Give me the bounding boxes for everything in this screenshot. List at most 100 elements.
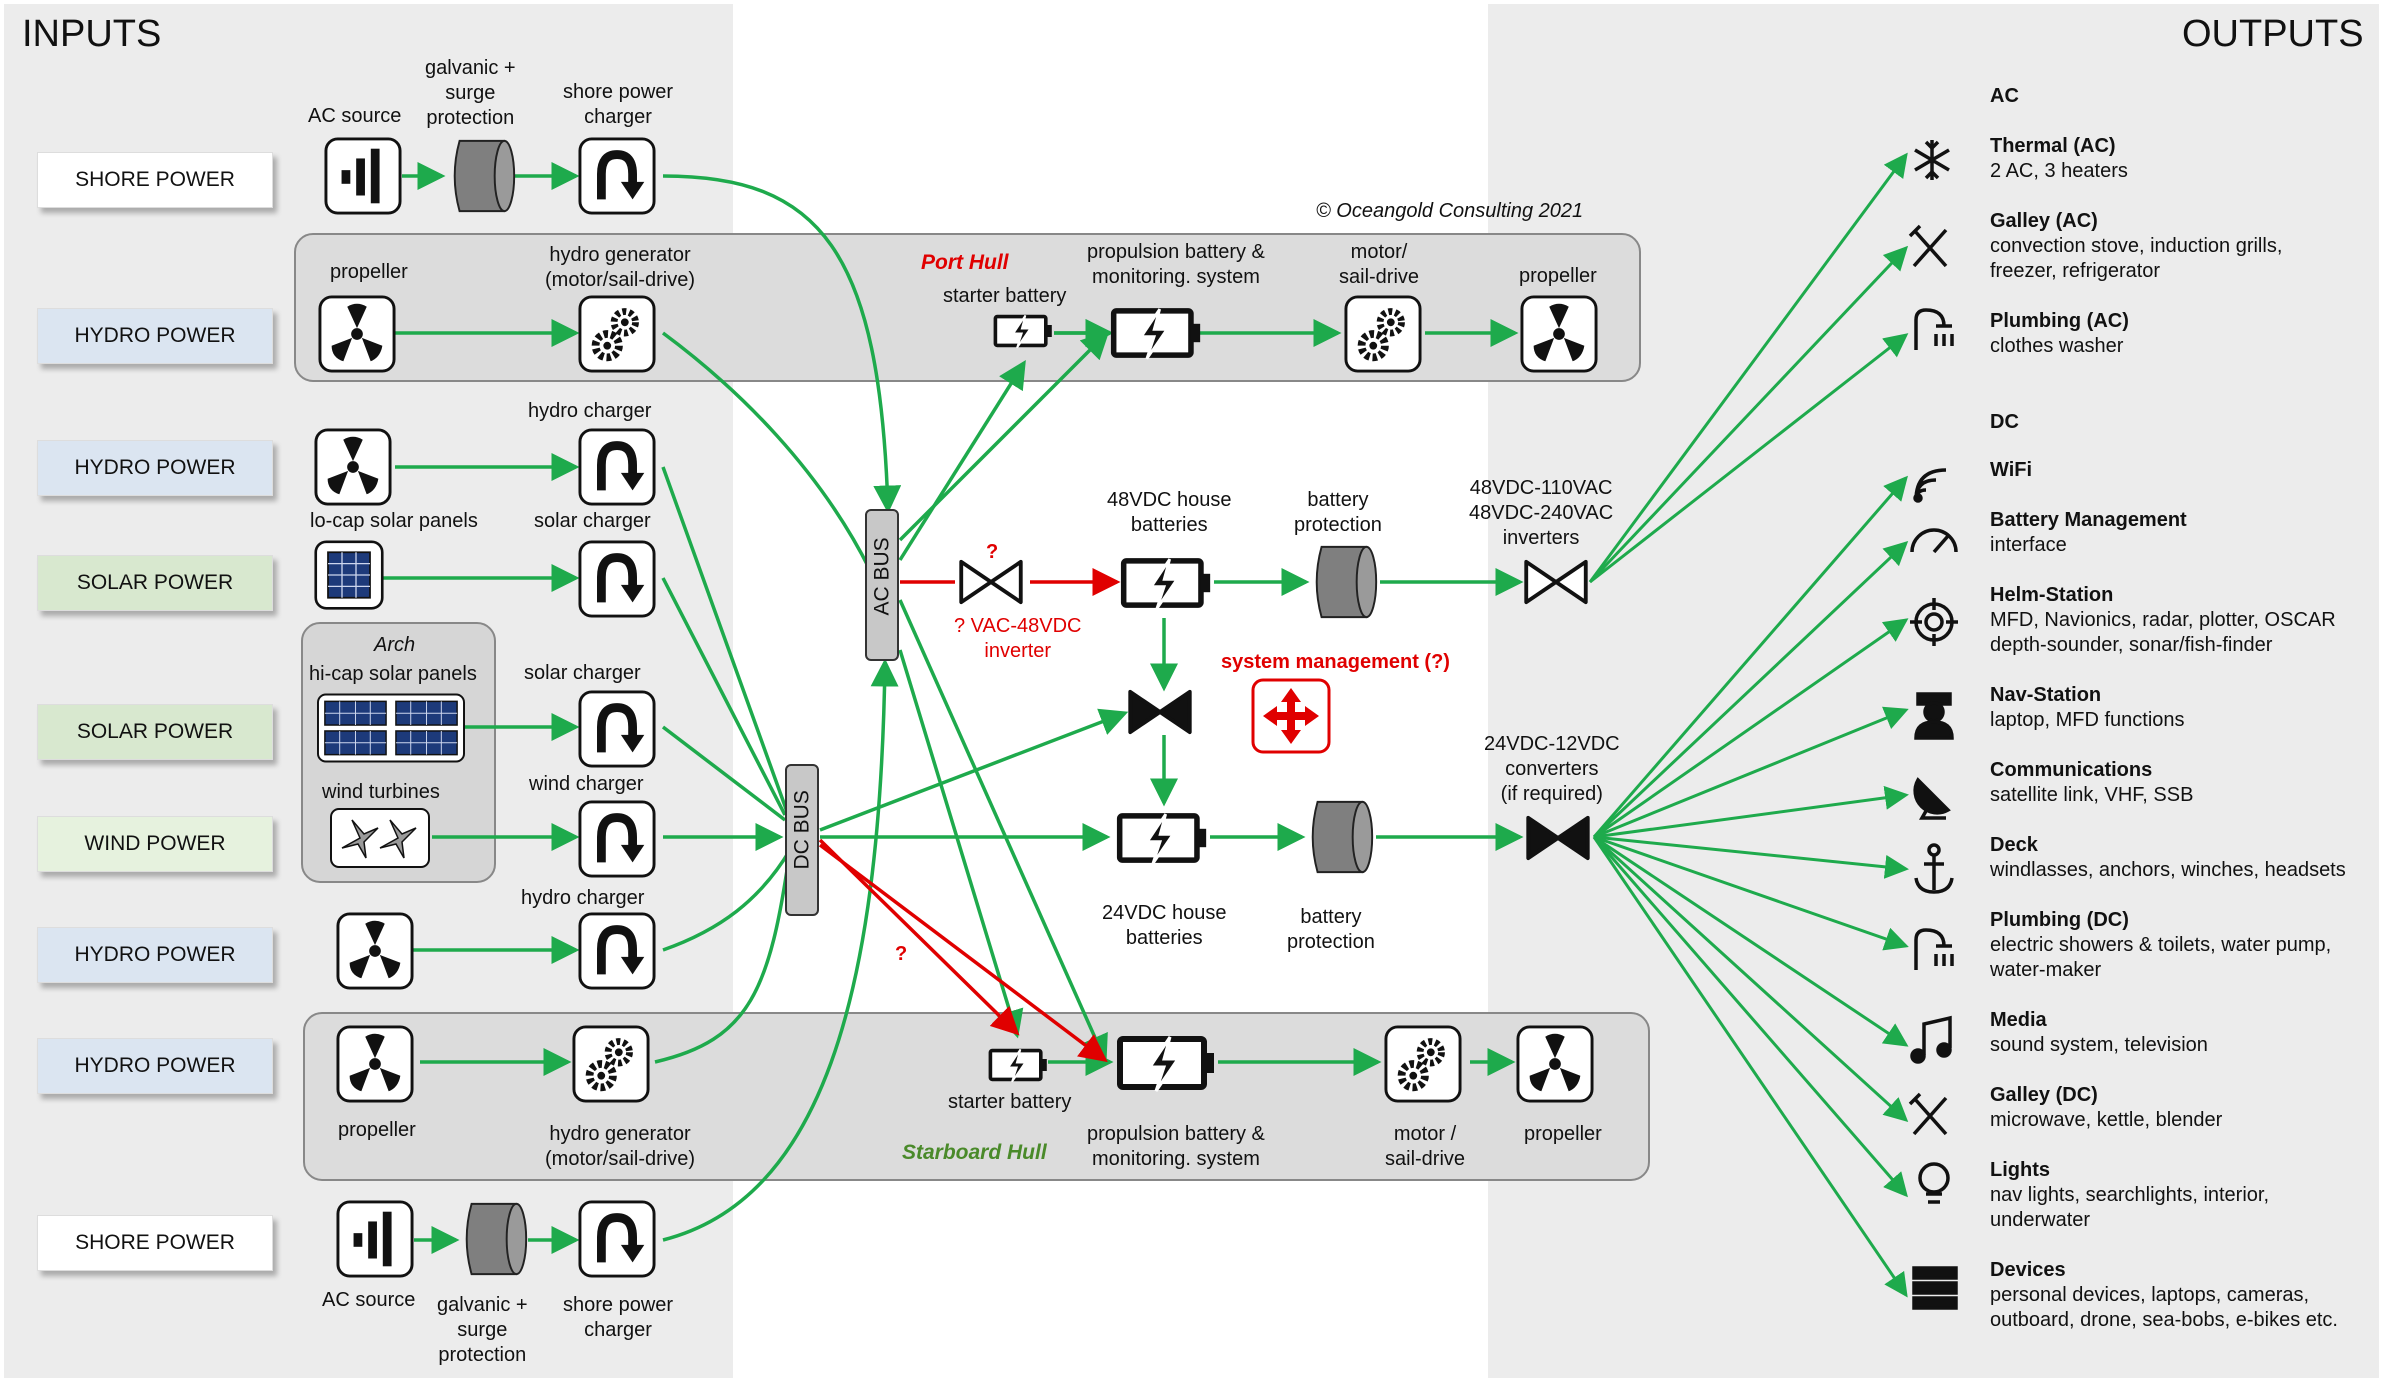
captain-icon	[1914, 692, 1954, 740]
output-desc: MFD, Navionics, radar, plotter, OSCAR de…	[1990, 609, 2336, 656]
output-title: Lights	[1990, 1159, 2050, 1181]
sys-mgmt-label: system management (?)	[1221, 651, 1450, 673]
dc-bus	[785, 764, 819, 916]
output-title: WiFi	[1990, 459, 2033, 481]
propeller-icon-3	[1520, 295, 1598, 373]
output-title: Communications	[1990, 759, 2153, 781]
hicap-solar-icon	[317, 693, 465, 763]
propeller-label-2: propeller	[338, 1119, 416, 1141]
inputs-title: INPUTS	[22, 13, 162, 55]
ac-header: AC	[1990, 85, 2019, 107]
starter-battery-label-2: starter battery	[948, 1091, 1072, 1113]
propeller-label-4: propeller	[1524, 1123, 1602, 1145]
inverter-fanout	[1588, 152, 1909, 584]
port-hull-label: Port Hull	[921, 251, 1009, 274]
output-desc: electric showers & toilets, water pump, …	[1990, 934, 2332, 981]
source-box: HYDRO POWER	[37, 308, 273, 364]
wifi-icon	[1913, 468, 1947, 503]
wind-charger-label: wind charger	[529, 773, 644, 795]
hicap-label: hi-cap solar panels	[309, 663, 477, 685]
house-24-battery-icon	[1120, 814, 1206, 864]
house-48-battery-icon	[1124, 559, 1210, 609]
source-box: HYDRO POWER	[37, 1038, 273, 1094]
ac-source-icon	[324, 137, 402, 215]
propeller-label: propeller	[330, 261, 408, 283]
battery-protection-icon	[1315, 545, 1378, 619]
hydro-charger-label-2: hydro charger	[521, 887, 645, 909]
hydro-charger-label: hydro charger	[528, 400, 652, 422]
output-title: Thermal (AC)	[1990, 135, 2116, 157]
output-desc: laptop, MFD functions	[1990, 709, 2185, 731]
flow-lines	[383, 162, 1524, 1254]
dc-bus-label: DC BUS	[790, 790, 814, 870]
motor-label: motor/ sail-drive	[1339, 241, 1420, 288]
output-title: Deck	[1990, 834, 2038, 856]
question-mark-2: ?	[895, 943, 908, 965]
source-box: HYDRO POWER	[37, 927, 273, 983]
starboard-hull-label: Starboard Hull	[902, 1141, 1047, 1164]
solar-charger-label-2: solar charger	[524, 662, 641, 684]
utensils-icon	[1908, 224, 1948, 268]
shore-charger-icon-2	[580, 1202, 654, 1276]
starter-battery-icon-2	[988, 1047, 1048, 1084]
hydro-generator-icon-2	[574, 1027, 648, 1101]
output-desc: personal devices, laptops, cameras, outb…	[1990, 1284, 2338, 1331]
starter-battery-label: starter battery	[943, 285, 1067, 307]
hydro-gen-label-2: hydro generator (motor/sail-drive)	[545, 1123, 696, 1170]
dc-header: DC	[1990, 411, 2019, 433]
output-title: Galley (AC)	[1990, 210, 2098, 232]
music-icon	[1910, 1015, 1952, 1064]
propeller-icon-4	[1516, 1025, 1594, 1103]
output-icons	[1908, 140, 1958, 1310]
wind-turbine-icon	[330, 808, 430, 868]
solar-charger-icon-2	[580, 692, 654, 766]
output-title: Battery Management	[1990, 509, 2187, 531]
arch-label: Arch	[374, 634, 416, 656]
propulsion-battery-icon	[1114, 309, 1200, 359]
question-mark-1: ?	[986, 541, 999, 563]
shore-charger-icon	[580, 139, 654, 213]
hydro-gen-label: hydro generator (motor/sail-drive)	[545, 244, 696, 291]
output-desc: microwave, kettle, blender	[1990, 1109, 2223, 1131]
outputs-title: OUTPUTS	[2182, 13, 2364, 55]
output-title: Plumbing (AC)	[1990, 310, 2129, 332]
solar-charger-label: solar charger	[534, 510, 651, 532]
batt-prot-label: battery protection	[1294, 489, 1382, 536]
propulsion-battery-icon-2	[1120, 1037, 1214, 1091]
output-title: Galley (DC)	[1990, 1084, 2098, 1106]
ac-source-icon-2	[336, 1200, 414, 1278]
source-box: SHORE POWER	[37, 152, 273, 208]
source-box: SOLAR POWER	[37, 555, 273, 611]
dc-dc-link-icon	[1130, 692, 1190, 732]
battery-protection-icon-2	[1311, 800, 1374, 874]
shore-charger-label: shore power charger	[563, 81, 674, 128]
source-box: WIND POWER	[37, 816, 273, 872]
solar-panel-icon	[314, 540, 384, 610]
surge-label-2: galvanic + surge protection	[437, 1294, 528, 1366]
converter-fanout	[1592, 475, 1909, 1298]
source-box: SOLAR POWER	[37, 704, 273, 760]
output-title: Nav-Station	[1990, 684, 2102, 706]
utensils-icon-2	[1908, 1092, 1948, 1136]
ac-source-label-2: AC source	[322, 1289, 416, 1311]
surge-label: galvanic + surge protection	[425, 57, 516, 129]
source-box: HYDRO POWER	[37, 440, 273, 496]
inverters-label: 48VDC-110VAC 48VDC-240VAC inverters	[1469, 477, 1614, 549]
wind-turbines-label: wind turbines	[322, 781, 440, 803]
output-title: Devices	[1990, 1259, 2066, 1281]
ac-dc-inverter-icon	[961, 562, 1021, 602]
output-desc: interface	[1990, 534, 2067, 556]
server-icon	[1912, 1266, 1958, 1310]
hydro-turbine-icon-2	[336, 912, 414, 990]
starter-battery-icon	[993, 313, 1053, 350]
hydro-charger-icon-2	[580, 914, 654, 988]
shower-icon-2	[1914, 928, 1954, 970]
shore-charger-label-2: shore power charger	[563, 1294, 674, 1341]
output-title: Media	[1990, 1009, 2047, 1031]
hydro-charger-icon	[580, 430, 654, 504]
house48-label: 48VDC house batteries	[1107, 489, 1232, 536]
ac-bus-label: AC BUS	[870, 537, 894, 616]
prop-battery-label-2: propulsion battery & monitoring. system	[1087, 1123, 1265, 1170]
solar-charger-icon	[580, 542, 654, 616]
